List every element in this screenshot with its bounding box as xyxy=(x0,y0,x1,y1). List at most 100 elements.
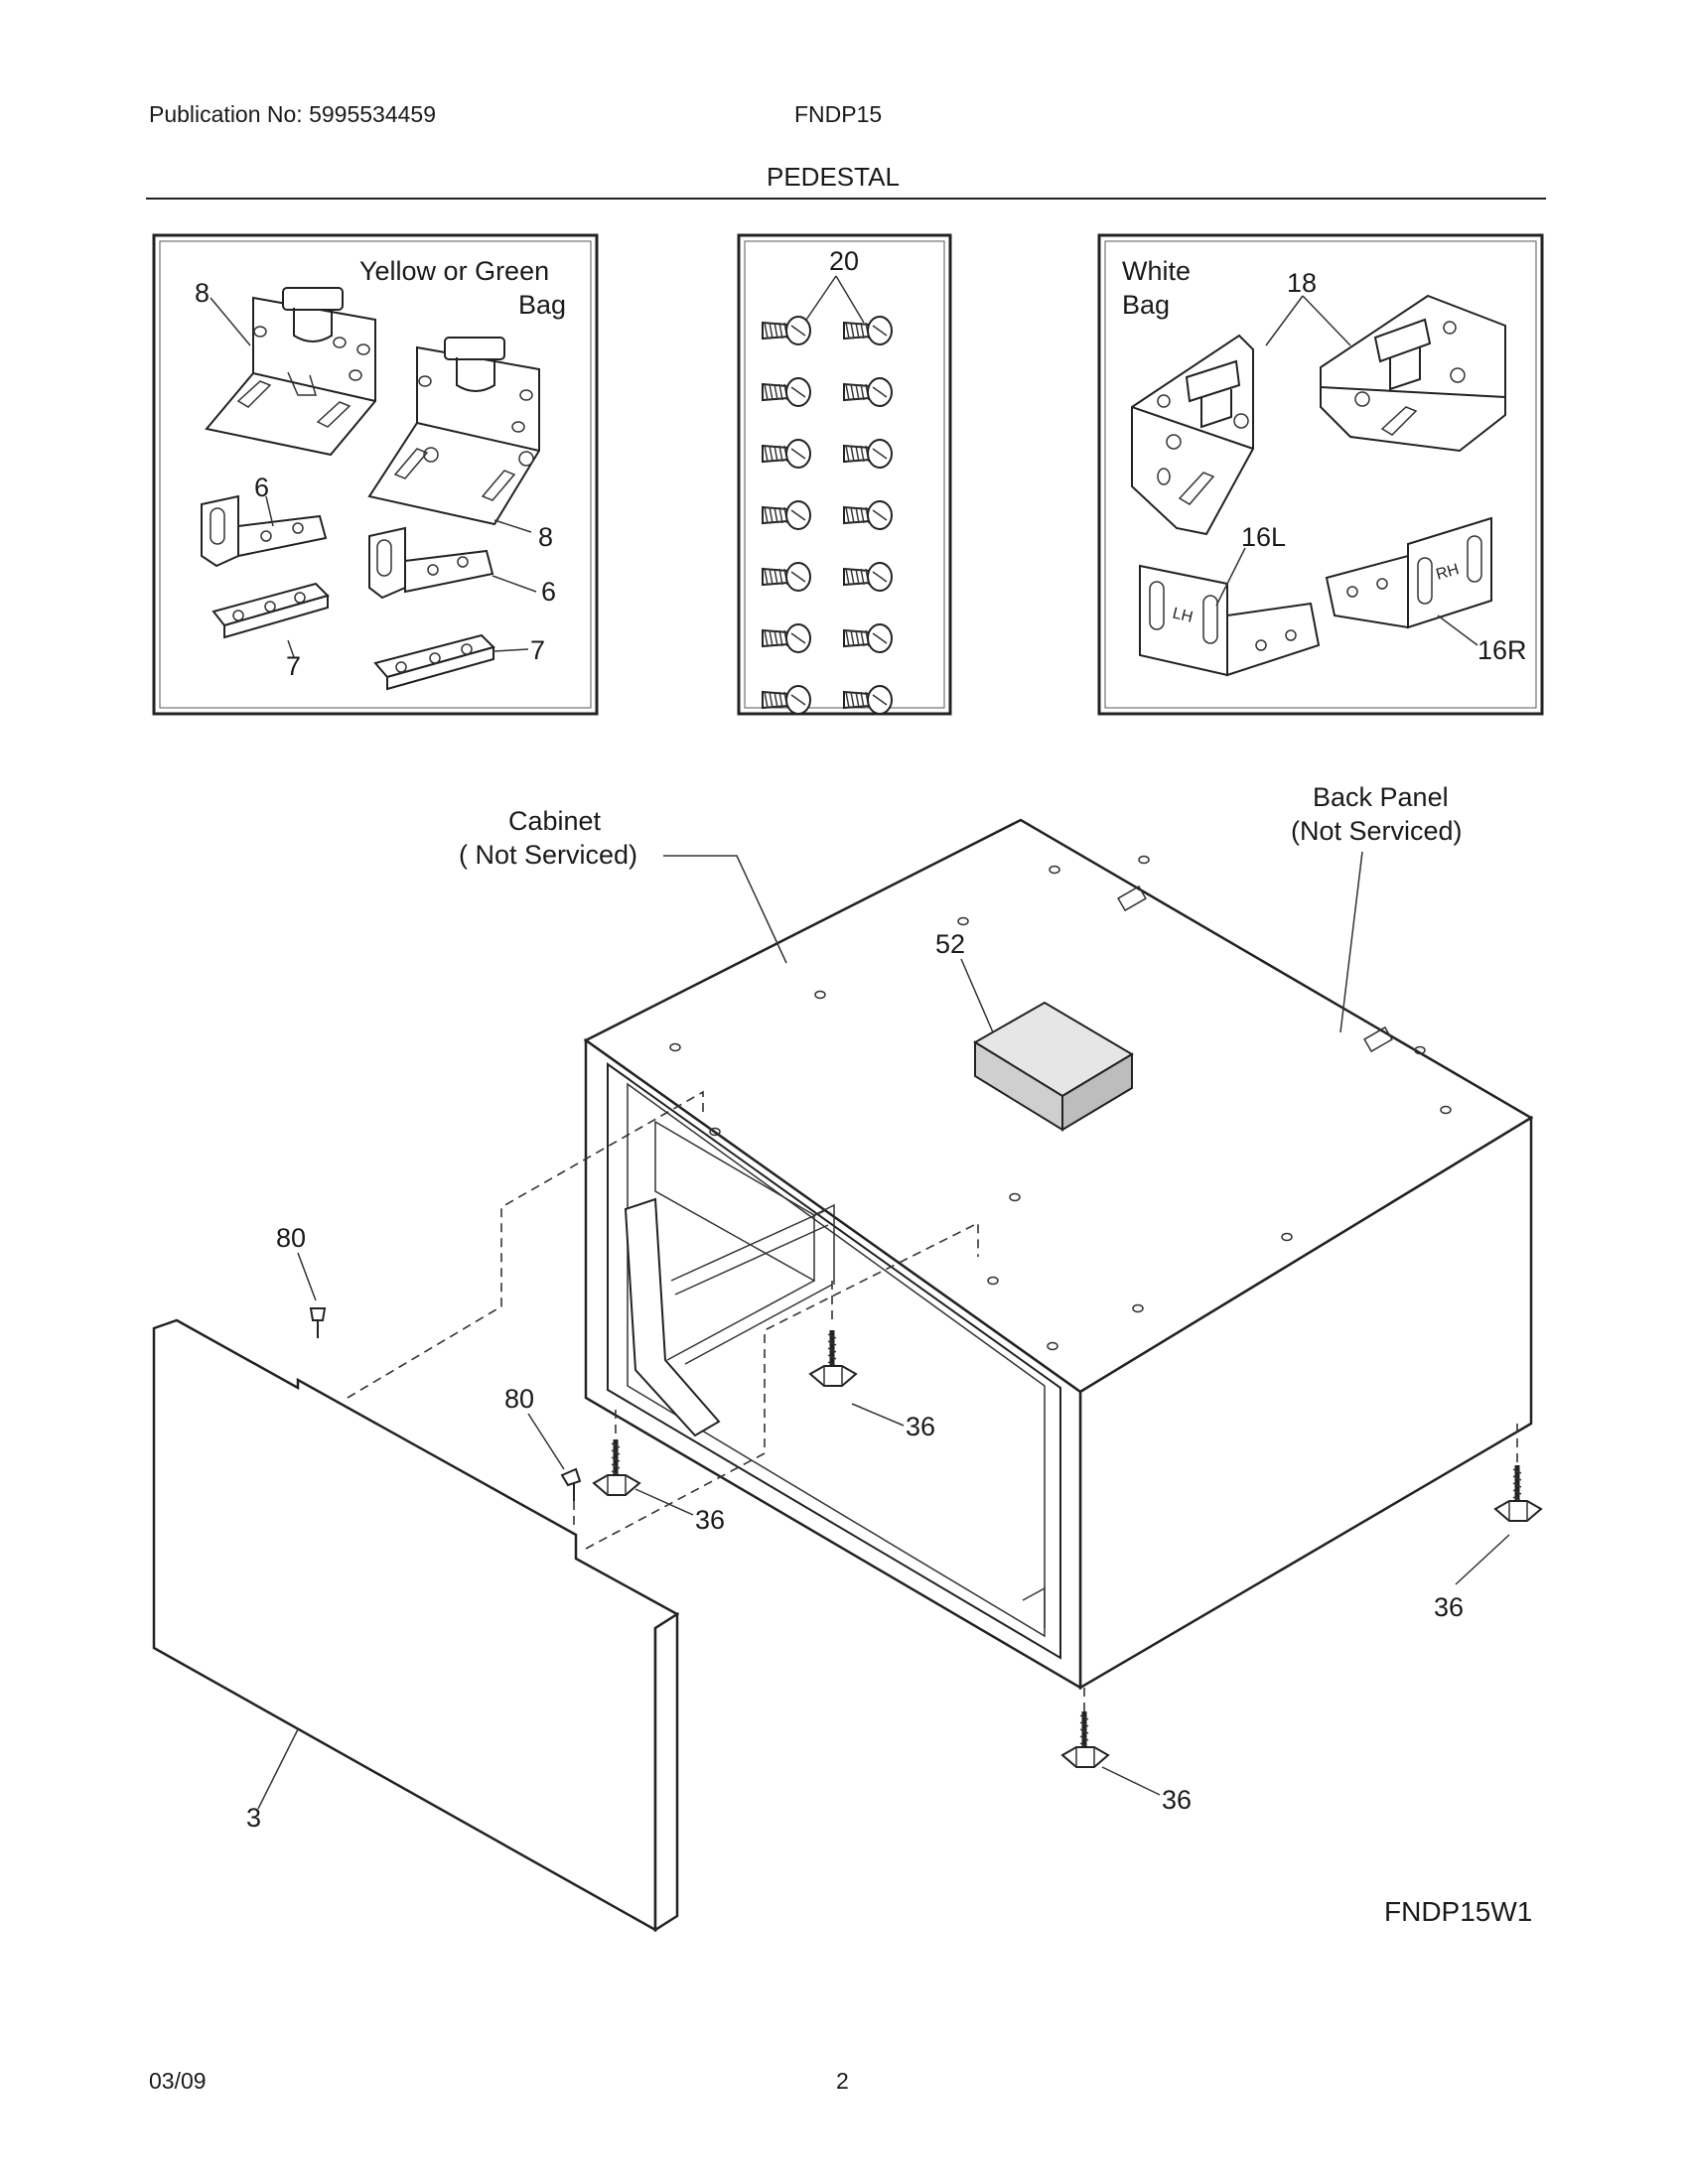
diagram-code: FNDP15W1 xyxy=(1384,1896,1533,1927)
hinge-bracket-18-right xyxy=(1320,294,1506,453)
screw-20 xyxy=(762,562,811,592)
mounting-hole xyxy=(1440,1105,1452,1115)
leader-20b xyxy=(835,275,865,324)
bag-label-line2: Bag xyxy=(518,290,566,320)
publication-number: Publication No: 5995534459 xyxy=(149,101,437,127)
mounting-hole xyxy=(1138,855,1150,865)
header-rule xyxy=(146,198,1546,200)
pedestal-cabinet xyxy=(583,818,1534,1691)
mounting-bracket-8-lower xyxy=(367,337,540,526)
callout-80a: 80 xyxy=(276,1223,306,1253)
screw-20 xyxy=(843,562,893,592)
leader-7b xyxy=(492,648,529,652)
leader-3 xyxy=(257,1728,299,1810)
bracket-16l: LH xyxy=(1139,564,1321,677)
mounting-hole xyxy=(1009,1192,1021,1202)
leveler-36 xyxy=(808,1330,858,1387)
lh-mark: LH xyxy=(1171,605,1195,625)
leader-52 xyxy=(960,958,994,1033)
leader-20a xyxy=(803,275,837,324)
leader-16r xyxy=(1437,614,1478,646)
front-panel-3 xyxy=(152,1318,680,1933)
callout-18: 18 xyxy=(1287,268,1317,298)
mounting-bracket-8-upper xyxy=(205,287,376,457)
footer-page-number: 2 xyxy=(836,2068,849,2094)
bag-label-line2-right: Bag xyxy=(1122,290,1170,320)
leader-36a xyxy=(851,1403,905,1427)
callout-36b: 36 xyxy=(695,1505,725,1535)
mounting-hole xyxy=(1132,1303,1144,1313)
mounting-hole xyxy=(1047,1341,1058,1351)
cabinet-label-line2: ( Not Serviced) xyxy=(459,840,637,870)
section-title: PEDESTAL xyxy=(767,162,900,192)
callout-8a: 8 xyxy=(195,278,210,308)
plate-7-left xyxy=(211,582,330,639)
mounting-hole xyxy=(1049,865,1060,875)
mounting-hole xyxy=(814,990,826,1000)
screw-20 xyxy=(843,500,893,530)
leader-18a xyxy=(1265,295,1304,346)
screw-20 xyxy=(843,439,893,469)
foam-block-52 xyxy=(973,1001,1134,1132)
leader-80b xyxy=(527,1413,565,1470)
callout-6a: 6 xyxy=(254,473,269,502)
cabinet-label-line1: Cabinet xyxy=(508,806,602,836)
callout-20: 20 xyxy=(829,246,859,276)
leader-8a xyxy=(210,297,251,346)
model-number: FNDP15 xyxy=(794,101,883,127)
callout-6b: 6 xyxy=(541,577,556,607)
bag-label-line1: Yellow or Green xyxy=(359,256,549,286)
leader-36c xyxy=(1455,1534,1510,1585)
mounting-hole xyxy=(1414,1045,1426,1055)
leader-6b xyxy=(492,575,537,593)
callout-36a: 36 xyxy=(906,1412,935,1441)
mounting-hole xyxy=(669,1042,681,1052)
bracket-16r: RH xyxy=(1325,516,1492,629)
leveler-36 xyxy=(592,1439,641,1496)
screw-20 xyxy=(843,623,893,653)
leader-18b xyxy=(1302,295,1351,346)
screw-grid xyxy=(762,316,893,715)
angle-bracket-6-right xyxy=(368,526,494,600)
callout-3: 3 xyxy=(246,1803,261,1833)
screw-20 xyxy=(762,377,811,407)
callout-7a: 7 xyxy=(286,651,301,681)
leader-7a xyxy=(287,639,295,658)
callout-36d: 36 xyxy=(1162,1785,1192,1815)
screw-20 xyxy=(843,377,893,407)
leveler-legs xyxy=(592,1330,1543,1768)
bag-label-line1-right: White xyxy=(1122,256,1191,286)
rh-mark: RH xyxy=(1434,561,1461,584)
hinge-bracket-18-left xyxy=(1131,334,1254,536)
leader-6a xyxy=(265,495,274,527)
screw-20 xyxy=(843,316,893,345)
leader-cabinet xyxy=(663,855,787,964)
backpanel-label-line1: Back Panel xyxy=(1313,782,1449,812)
plate-7-right xyxy=(373,633,495,691)
leveler-36 xyxy=(1493,1465,1543,1522)
callout-16r: 16R xyxy=(1477,635,1527,665)
leader-80a xyxy=(297,1252,317,1301)
callout-80b: 80 xyxy=(504,1384,534,1414)
screw-20 xyxy=(762,500,811,530)
callout-16l: 16L xyxy=(1241,522,1286,552)
callout-7b: 7 xyxy=(530,635,545,665)
callout-8b: 8 xyxy=(538,522,553,552)
backpanel-label-line2: (Not Serviced) xyxy=(1291,816,1463,846)
screw-80-left xyxy=(309,1307,327,1338)
screw-20 xyxy=(762,623,811,653)
screw-20 xyxy=(762,685,811,715)
screw-20 xyxy=(762,316,811,345)
leveler-36 xyxy=(1060,1711,1110,1768)
mounting-hole xyxy=(957,916,969,926)
leader-36d xyxy=(1101,1766,1161,1796)
top-surface-holes xyxy=(669,855,1452,1351)
footer-date: 03/09 xyxy=(149,2068,207,2094)
leader-backpanel xyxy=(1339,851,1363,1033)
leader-16l xyxy=(1215,547,1246,607)
mounting-hole xyxy=(1281,1232,1293,1242)
leader-8b xyxy=(493,519,532,533)
mounting-hole xyxy=(709,1127,721,1137)
screw-80-right xyxy=(560,1467,582,1501)
